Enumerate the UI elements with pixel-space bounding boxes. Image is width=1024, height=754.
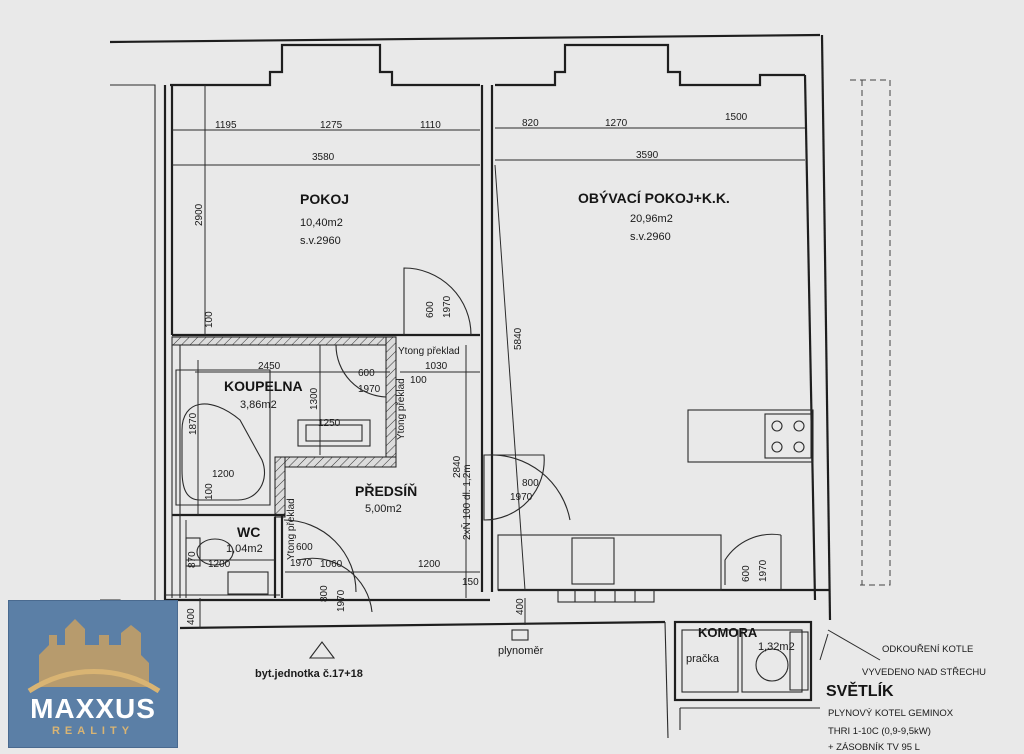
flue-label: ODKOUŘENÍ KOTLE	[882, 644, 973, 655]
kitchen-sink-icon	[571, 537, 615, 585]
door-width-wc: 600	[296, 542, 313, 553]
dim-1300: 1300	[309, 387, 320, 410]
door-height-wc: 1970	[290, 558, 313, 569]
dim-1200-wc: 1200	[208, 559, 231, 570]
dimension-labels: 1195 1275 1110 3580 820 1270 1500 3590 2…	[186, 112, 748, 625]
dim-3590: 3590	[636, 150, 659, 161]
room-height-pokoj: s.v.2960	[300, 235, 341, 247]
washbasin-icon	[227, 571, 269, 595]
doors	[283, 267, 782, 613]
tank-label: + ZÁSOBNÍK TV 95 L	[828, 742, 920, 753]
room-name-pokoj: POKOJ	[300, 191, 349, 207]
door-width-storage: 600	[741, 565, 752, 582]
dimension-lines	[172, 85, 881, 661]
bathtub-icon	[175, 369, 271, 506]
room-name-bathroom: KOUPELNA	[224, 378, 303, 394]
door-width-living: 800	[522, 478, 539, 489]
room-area-pokoj: 10,40m2	[300, 217, 343, 229]
brand-subtitle: REALITY	[51, 725, 135, 737]
boiler-label: PLYNOVÝ KOTEL GEMINOX	[828, 708, 954, 719]
stair-icon	[574, 590, 636, 602]
dim-1275: 1275	[320, 120, 343, 131]
interior-walls	[171, 333, 480, 598]
dim-1200-bath: 1200	[212, 469, 235, 480]
unit-label: byt.jednotka č.17+18	[255, 668, 363, 680]
dim-3580: 3580	[312, 152, 335, 163]
brand-name: MAXXUS	[30, 693, 156, 724]
lintel-label-wc: Ytong překlad	[286, 498, 297, 560]
dim-100-pokoj: 100	[204, 311, 215, 328]
door-height-entry: 1970	[336, 589, 347, 612]
flue-label-2: VYVEDENO NAD STŘECHU	[862, 667, 986, 678]
dim-1270: 1270	[605, 118, 628, 129]
dim-400-right: 400	[515, 598, 526, 615]
laundry-label: pračka	[686, 653, 720, 665]
dim-1195: 1195	[215, 120, 237, 131]
kitchen-counter	[497, 534, 722, 591]
dim-100-lintel: 100	[410, 375, 427, 386]
room-name-storage: KOMORA	[698, 625, 758, 640]
dim-2450: 2450	[258, 361, 281, 372]
boiler-spec-label: THRI 1-10C (0,9-9,5kW)	[828, 726, 931, 737]
dim-1250: 1250	[318, 418, 341, 429]
dim-100-bath: 100	[204, 483, 215, 500]
lintel-detail-label: 2xŇ 100 dl. 1,2m	[460, 464, 473, 540]
storage-room	[673, 620, 813, 702]
room-area-living: 20,96m2	[630, 213, 673, 225]
dim-5840: 5840	[513, 327, 524, 350]
dim-1110: 1110	[420, 120, 441, 131]
room-name-living: OBÝVACÍ POKOJ+K.K.	[578, 189, 730, 206]
dim-1030: 1030	[425, 361, 448, 372]
door-width-pokoj: 600	[425, 301, 436, 318]
door-height-pokoj: 1970	[442, 295, 453, 318]
room-name-wc: WC	[237, 524, 260, 540]
radiator-icon	[557, 589, 655, 603]
dim-1200-hall: 1200	[418, 559, 441, 570]
door-width-bath: 600	[358, 368, 375, 379]
gas-meter-label: plynoměr	[498, 645, 544, 657]
dim-820: 820	[522, 118, 539, 129]
dim-1500: 1500	[725, 112, 748, 123]
kitchen-island	[687, 409, 814, 463]
door-width-entry: 800	[319, 585, 330, 602]
room-area-wc: 1,04m2	[226, 543, 263, 555]
door-labels: 600 1970 600 1970 800 1970 600 1970 800 …	[290, 295, 769, 612]
dim-2840: 2840	[452, 455, 463, 478]
lintel-label-vertical: Ytong překlad	[396, 378, 407, 440]
dim-870: 870	[187, 551, 198, 568]
door-height-living: 1970	[510, 492, 533, 503]
fixtures	[175, 369, 820, 730]
room-area-hall: 5,00m2	[365, 503, 402, 515]
dim-2900: 2900	[194, 203, 205, 226]
sink-icon	[297, 419, 371, 447]
outer-walls	[100, 33, 891, 739]
annotations: Ytong překlad Ytong překlad Ytong překla…	[255, 346, 986, 753]
brand-logo: MAXXUS REALITY	[8, 600, 178, 748]
room-area-storage: 1,32m2	[758, 641, 795, 653]
unit-arrow-icon	[308, 641, 336, 659]
dim-150: 150	[462, 577, 479, 588]
room-name-lightwell: SVĚTLÍK	[826, 681, 894, 700]
room-height-living: s.v.2960	[630, 231, 671, 243]
room-name-hall: PŘEDSÍŇ	[355, 482, 417, 499]
castle-icon	[27, 619, 161, 694]
door-height-storage: 1970	[758, 559, 769, 582]
lintel-label-top: Ytong překlad	[398, 346, 460, 357]
dim-1060: 1060	[320, 559, 343, 570]
room-labels: POKOJ 10,40m2 s.v.2960 OBÝVACÍ POKOJ+K.K…	[224, 189, 894, 700]
door-height-bath: 1970	[358, 384, 381, 395]
gas-meter-icon	[511, 629, 529, 641]
room-area-bathroom: 3,86m2	[240, 399, 277, 411]
dim-1870: 1870	[188, 412, 199, 435]
stove-icon	[764, 413, 812, 459]
dim-400-left: 400	[186, 608, 197, 625]
